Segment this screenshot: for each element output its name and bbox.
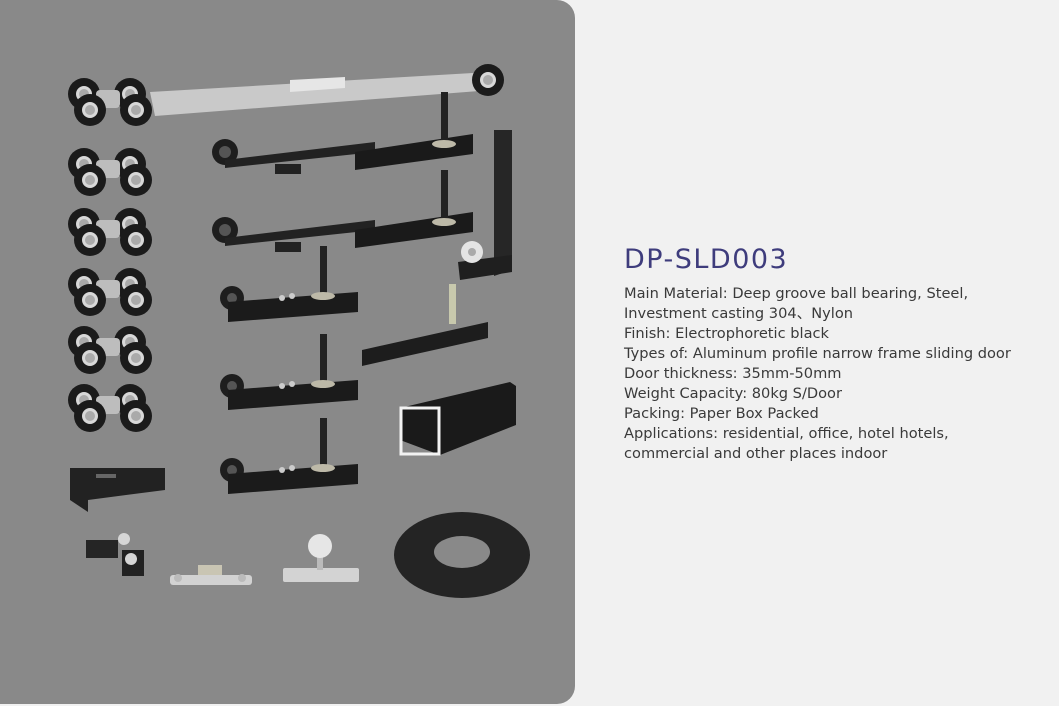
- spec-weight-capacity: Weight Capacity: 80kg S/Door: [624, 385, 842, 402]
- end-stop: [86, 533, 144, 576]
- hardware-kit-illustration: [0, 64, 530, 598]
- roller-carriage-column: [68, 148, 152, 432]
- floor-guide: [220, 246, 358, 494]
- product-spec-block: DP-SLD003 Main Material: Deep groove bal…: [624, 243, 1044, 464]
- spec-door-thickness: Door thickness: 35mm-50mm: [624, 365, 842, 382]
- product-model-title: DP-SLD003: [624, 244, 789, 275]
- timing-belt-coil: [394, 512, 530, 598]
- soft-close-damper: [212, 92, 473, 252]
- roller-carriage-with-link-bar: [68, 64, 504, 126]
- guide-bracket: [458, 130, 512, 280]
- spec-main-material: Main Material: Deep groove ball bearing,…: [624, 285, 969, 302]
- spec-applications: Applications: residential, office, hotel…: [624, 425, 949, 442]
- spec-finish: Finish: Electrophoretic black: [624, 325, 829, 342]
- aluminum-track-profile: [399, 382, 516, 456]
- spec-main-material-cont: Investment casting 304、Nylon: [624, 305, 854, 322]
- end-bracket: [70, 468, 165, 512]
- spec-packing: Packing: Paper Box Packed: [624, 405, 819, 422]
- product-image-panel: [0, 0, 575, 704]
- spec-type: Types of: Aluminum profile narrow frame …: [624, 345, 1011, 362]
- spec-applications-cont: commercial and other places indoor: [624, 445, 888, 462]
- floor-guide-rail: [362, 284, 488, 366]
- floor-roller-guide: [283, 534, 359, 582]
- door-stopper: [170, 565, 252, 585]
